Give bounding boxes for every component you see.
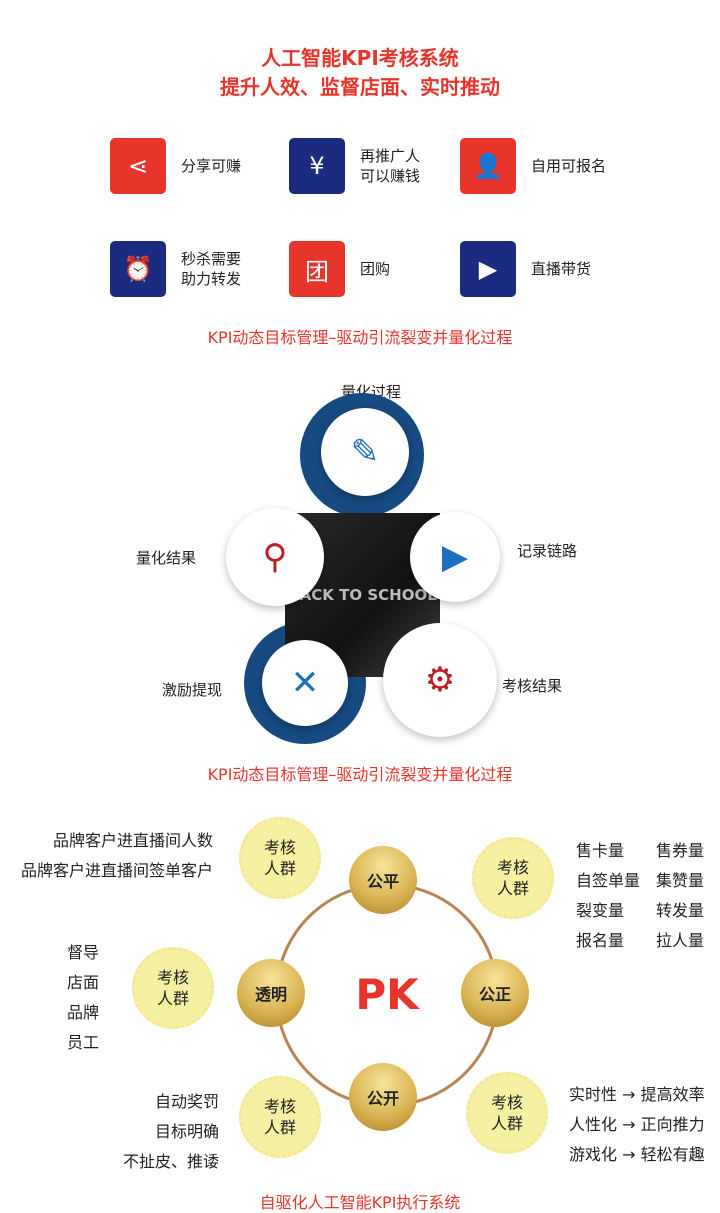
badge-assess-group: 考核 人群 — [239, 1076, 321, 1158]
list-item: 游戏化 → 轻松有趣 — [569, 1145, 705, 1164]
left-list: 督导 店面 品牌 员工 — [67, 938, 99, 1058]
node-transparent: 透明 — [237, 959, 305, 1027]
section-caption: KPI动态目标管理–驱动引流裂变并量化过程 — [207, 765, 513, 784]
badge-assess-group: 考核 人群 — [472, 837, 554, 919]
list-item: 目标明确 — [154, 1122, 219, 1141]
list-item: 自动奖罚 — [154, 1092, 219, 1111]
list-item: 转发量 — [656, 901, 705, 920]
list-item: 集赞量 — [656, 871, 705, 890]
list-item: 自签单量 — [576, 871, 641, 890]
list-item: 售卡量 — [576, 841, 625, 860]
money-bag-icon: ¥ — [289, 138, 345, 194]
section-caption: 自驱化人工智能KPI执行系统 — [259, 1193, 461, 1212]
label-incentive: 激励提现 — [162, 681, 223, 699]
section-caption: KPI动态目标管理–驱动引流裂变并量化过程 — [207, 328, 513, 347]
label-record-chain: 记录链路 — [517, 542, 578, 560]
video-camera-icon: ▶ — [460, 241, 516, 297]
feature-label: 秒杀需要 助力转发 — [181, 250, 242, 288]
node-fair: 公平 — [349, 846, 417, 914]
alarm-clock-icon: ⏰ — [110, 241, 166, 297]
user-card-icon: 👤 — [460, 138, 516, 194]
list-item: 店面 — [67, 973, 100, 992]
list-item: 督导 — [67, 943, 100, 962]
node-just: 公正 — [461, 959, 529, 1027]
list-item: 拉人量 — [656, 931, 705, 950]
feature-label: 再推广人 可以赚钱 — [360, 147, 421, 185]
bottom-left-list: 自动奖罚 目标明确 不扯皮、推诿 — [123, 1087, 219, 1177]
label-assess-result: 考核结果 — [502, 677, 563, 695]
list-item: 售券量 — [656, 841, 705, 860]
list-item: 裂变量 — [576, 901, 625, 920]
shopping-bag-icon: 团 — [289, 241, 345, 297]
list-item: 不扯皮、推诿 — [122, 1152, 219, 1171]
feature-label: 自用可报名 — [531, 157, 607, 175]
label-quantify-result: 量化结果 — [136, 549, 197, 567]
pk-center: PK — [355, 970, 419, 1019]
monitor-play-icon: ▶ — [410, 512, 500, 602]
list-item: 实时性 → 提高效率 — [569, 1085, 705, 1104]
list-item: 人性化 → 正向推力 — [569, 1115, 705, 1134]
feature-label: 直播带货 — [531, 260, 592, 278]
top-right-list: 售卡量 售券量 自签单量集赞量 裂变量 转发量 报名量 拉人量 — [576, 836, 716, 956]
top-left-list: 品牌客户进直播间人数 品牌客户进直播间签单客户 — [21, 826, 213, 886]
list-item: 品牌客户进直播间签单客户 — [20, 861, 213, 880]
list-item: 品牌客户进直播间人数 — [52, 831, 213, 850]
page-title: 人工智能KPI考核系统 — [261, 46, 459, 70]
feature-label: 团购 — [360, 260, 391, 278]
gears-icon: ⚙ — [383, 623, 497, 737]
list-item: 报名量 — [576, 931, 625, 950]
badge-assess-group: 考核 人群 — [239, 817, 321, 899]
pencil-icon: ✎ — [321, 408, 409, 496]
page-subtitle: 提升人效、监督店面、实时推动 — [220, 75, 500, 99]
magnifier-icon: ⚲ — [226, 508, 324, 606]
bottom-right-list: 实时性 → 提高效率 人性化 → 正向推力 游戏化 → 轻松有趣 — [569, 1080, 705, 1170]
list-item: 品牌 — [67, 1003, 100, 1022]
node-open: 公开 — [349, 1063, 417, 1131]
list-item: 员工 — [67, 1033, 100, 1052]
badge-assess-group: 考核 人群 — [466, 1072, 548, 1154]
badge-assess-group: 考核 人群 — [132, 947, 214, 1029]
tools-icon: ✕ — [262, 640, 348, 726]
feature-label: 分享可赚 — [181, 157, 242, 175]
share-icon: ⋖ — [110, 138, 166, 194]
